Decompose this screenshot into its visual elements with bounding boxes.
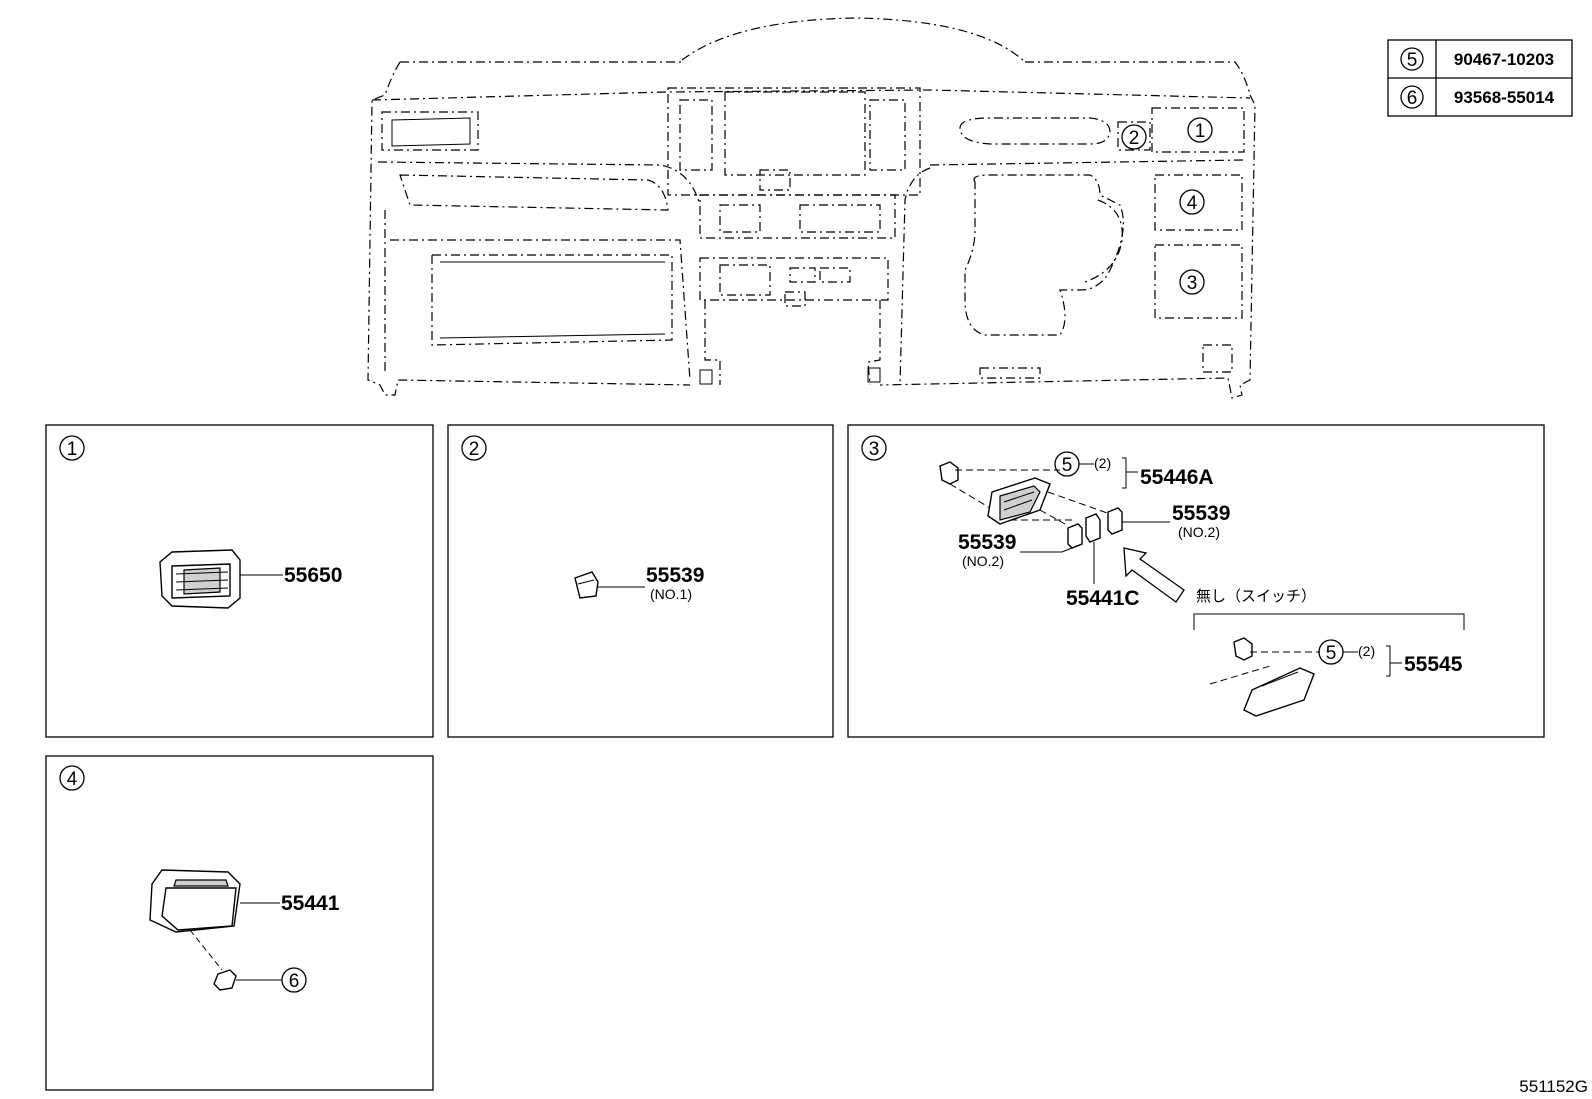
legend-row-5[interactable]: 5 90467-10203	[1400, 47, 1554, 71]
upper-qty: (2)	[1094, 455, 1111, 471]
svg-text:93568-55014: 93568-55014	[1454, 88, 1555, 107]
part-number-55539-left[interactable]: 55539	[958, 531, 1016, 554]
svg-text:2: 2	[1129, 128, 1140, 149]
panel-4: 4 55441 6	[45, 755, 434, 1091]
legend-table: 5 90467-10203 6 93568-55014	[1387, 39, 1573, 117]
screw-ref-circle	[281, 967, 307, 993]
part-note-no1: (NO.1)	[650, 586, 692, 602]
upper-clip-part[interactable]	[939, 461, 959, 485]
panel-2-ref: 2	[469, 439, 480, 460]
variant-arrow	[1123, 547, 1185, 603]
panel-3-ref: 3	[869, 439, 880, 460]
panel-4-ref: 4	[67, 769, 78, 790]
diagram-code: 551152G	[1519, 1077, 1588, 1096]
svg-text:90467-10203: 90467-10203	[1454, 50, 1554, 69]
upper-clip-ref[interactable]: 5	[1062, 455, 1073, 476]
part-number-55539-right[interactable]: 55539	[1172, 502, 1230, 525]
right-clip-note: (NO.2)	[1178, 524, 1220, 540]
panel-2: 2 55539 (NO.1)	[447, 424, 834, 738]
clip-no2-left-part[interactable]	[1067, 523, 1083, 549]
svg-text:6: 6	[1407, 88, 1418, 109]
screw-part[interactable]	[213, 969, 237, 991]
clip-no2-right-part[interactable]	[1107, 507, 1123, 535]
part-number-55441c[interactable]: 55441C	[1066, 587, 1140, 610]
center-part-55441c[interactable]	[1085, 513, 1101, 543]
part-number-55539-no1[interactable]: 55539	[646, 564, 704, 587]
side-vent-part[interactable]	[159, 549, 241, 609]
clip-no1-part[interactable]	[574, 571, 599, 599]
overview-callout-4[interactable]: 4	[1179, 189, 1205, 215]
svg-text:5: 5	[1407, 50, 1418, 71]
overview-callout-3[interactable]: 3	[1179, 269, 1205, 295]
left-clip-note: (NO.2)	[962, 553, 1004, 569]
screw-ref[interactable]: 6	[289, 971, 300, 992]
blank-cover-55545[interactable]	[1243, 667, 1315, 717]
part-number-55545[interactable]: 55545	[1404, 653, 1463, 676]
legend-row-6[interactable]: 6 93568-55014	[1400, 85, 1555, 109]
overview-callout-1[interactable]: 1	[1187, 117, 1213, 143]
lower-clip-part[interactable]	[1233, 637, 1253, 661]
panel-1-ref: 1	[67, 439, 78, 460]
overview-callout-2[interactable]: 2	[1121, 124, 1147, 150]
lower-qty: (2)	[1358, 643, 1375, 659]
panel-1: 1 55650	[45, 424, 434, 738]
switch-bezel-55446a[interactable]	[987, 477, 1051, 525]
variant-label: 無し（スイッチ）	[1196, 587, 1316, 605]
part-number-55441[interactable]: 55441	[281, 892, 340, 915]
svg-text:3: 3	[1187, 273, 1198, 294]
side-vent-55441[interactable]	[149, 869, 241, 933]
svg-text:4: 4	[1187, 193, 1198, 214]
svg-text:1: 1	[1195, 121, 1206, 142]
part-number-55446a[interactable]: 55446A	[1140, 466, 1214, 489]
instrument-panel-overview: 1 2 4 3	[367, 17, 1256, 399]
panel-3: 3 5 (2) 55446A 55539 (NO.2) 55539	[847, 424, 1545, 738]
lower-clip-ref[interactable]: 5	[1326, 643, 1337, 664]
part-number-55650[interactable]: 55650	[284, 564, 342, 587]
